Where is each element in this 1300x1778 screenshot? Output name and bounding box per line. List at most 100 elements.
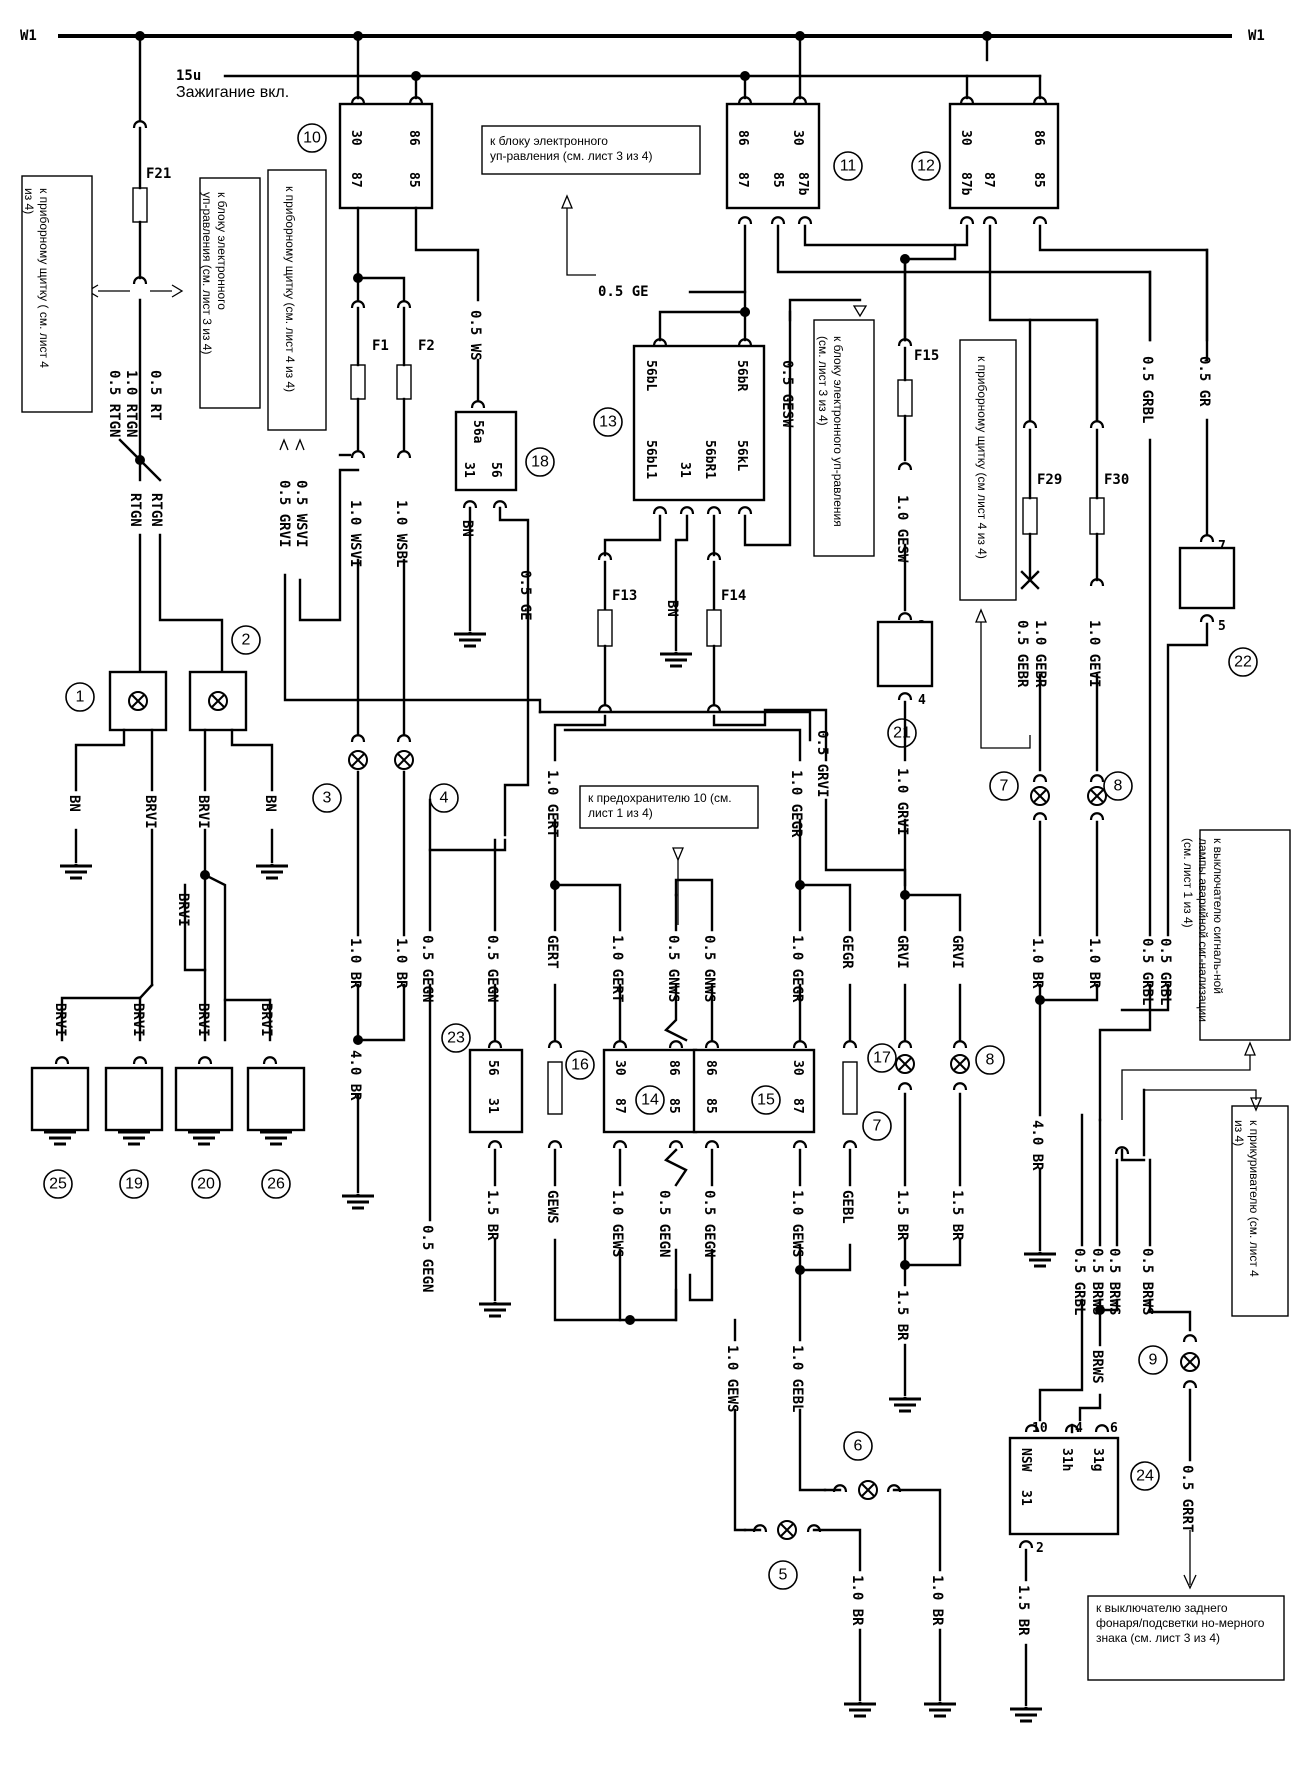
lamp-4: 4 <box>394 734 459 937</box>
w-brvi6: BRVI <box>195 1003 211 1037</box>
label-7: 7 <box>1000 778 1009 795</box>
r12-p87: 87 <box>981 172 996 188</box>
w-bn13: BN <box>664 600 680 617</box>
fuses-f29-f30: F29 F30 0.5 GEBR 1.0 GEBR 1.0 GEVI <box>1014 318 1129 772</box>
w-05grbl-b: 0.5 GRBL <box>1157 938 1173 1005</box>
fuse-f13 <box>597 609 613 647</box>
lamp-2: 2 <box>188 625 261 732</box>
w-10gebr: 1.0 GEBR <box>1032 620 1048 688</box>
relay-14: 30 86 87 85 14 1.0 GEWS 0.5 GEGN <box>602 983 698 1322</box>
bus-label-left: W1 <box>20 28 37 44</box>
unit-24: 10 4 6 NSW 31h 31g 31 24 2 1.5 BR <box>1008 1421 1160 1723</box>
brws-area: 0.5 GRBL 0.5 BRWS 0.5 BRWS 0.5 BRWS BRWS <box>1038 1088 1192 1422</box>
r11-p87b: 87b <box>795 172 810 196</box>
fuse-f30-label: F30 <box>1104 472 1129 488</box>
note-lighter-text: к прикуривателю (см. лист 4из 4) <box>1232 1120 1261 1277</box>
w-05grbl-top: 0.5 GRBL <box>1139 356 1155 423</box>
w-05wsvi: 0.5 WSVI <box>293 480 309 547</box>
u18-p31: 31 <box>461 462 476 478</box>
u24-p6: 6 <box>1110 1421 1118 1436</box>
w-05ge: 0.5 GE <box>598 284 649 300</box>
u22-p5: 5 <box>1218 619 1226 634</box>
label-18: 18 <box>531 454 549 471</box>
lamp-8-right: 8 <box>1087 771 1133 937</box>
r14-p30: 30 <box>612 1060 627 1076</box>
fuses-f13-f14: F13 F14 <box>538 552 828 762</box>
unit-25: 25 <box>30 1056 90 1199</box>
label-25: 25 <box>49 1176 67 1193</box>
fuse-f13-label: F13 <box>612 588 637 604</box>
w-15br7: 1.5 BR <box>894 1190 910 1241</box>
u18-p56: 56 <box>488 462 503 478</box>
label-13: 13 <box>599 414 617 431</box>
w-rtgn1: RTGN <box>127 493 143 527</box>
w-bn18: BN <box>459 520 475 537</box>
label-16: 16 <box>571 1057 589 1074</box>
w-10rtgn: 1.0 RTGN <box>123 370 139 437</box>
note-hazard-text: к выключателю сигналь-нойлампы аварийной… <box>1181 838 1225 1022</box>
u24-p31h: 31h <box>1059 1448 1074 1471</box>
br-join-7b-8b: 1.5 BR <box>887 1238 962 1413</box>
w-10gesw: 1.0 GESW <box>894 495 910 563</box>
unit-19: 19 <box>104 1056 164 1199</box>
lamp-7-right: 7 <box>989 771 1050 937</box>
bus-15u: 15u Зажигание вкл. <box>176 68 1042 101</box>
note-dash-left-text: к приборному щитку (см. лист 4 из 4) <box>283 186 297 392</box>
fuse-f30 <box>1089 497 1105 535</box>
w-bn1: BN <box>66 795 82 812</box>
bus-dots <box>135 31 992 81</box>
fuse-f29-label: F29 <box>1037 472 1062 488</box>
lamp-5: 5 1.0 BR <box>743 1520 878 1718</box>
label-14: 14 <box>641 1092 659 1109</box>
w-05grbl-a: 0.5 GRBL <box>1139 938 1155 1005</box>
label-7b: 7 <box>873 1118 882 1135</box>
lamp-7-mid: 7 1.5 BR <box>862 983 915 1241</box>
u23-p31: 31 <box>485 1098 500 1114</box>
r15-p86: 86 <box>703 1060 718 1076</box>
fuse-f14 <box>706 609 722 647</box>
w-05ge18: 0.5 GE <box>517 570 533 621</box>
r11-p86: 86 <box>735 130 750 146</box>
w-10gews14: 1.0 GEWS <box>609 1190 625 1257</box>
w-05gnws: 0.5 GNWS <box>665 935 681 1002</box>
w-05grrt: 0.5 GRRT <box>1179 1465 1195 1532</box>
fuse-f1-label: F1 <box>372 338 389 354</box>
u13-p56bL1: 56bL1 <box>643 440 658 479</box>
u24-p31: 31 <box>1018 1490 1033 1506</box>
label-9: 9 <box>1149 1352 1158 1369</box>
label-1: 1 <box>76 689 85 706</box>
u24-p10: 10 <box>1032 1421 1048 1436</box>
r10-p85: 85 <box>406 172 421 188</box>
u18-p56a: 56a <box>470 420 485 444</box>
unit-23: 56 31 23 1.5 BR 0.5 GEGN <box>419 983 524 1318</box>
w-10gews15: 1.0 GEWS <box>789 1190 805 1257</box>
bus-label-right: W1 <box>1248 28 1265 44</box>
w-10wsvi: 1.0 WSVI <box>347 500 363 567</box>
label-21: 21 <box>893 725 911 742</box>
mid-wire-labels: 0.5 GEGN 0.5 GEGN GERT 1.0 GERT 0.5 GNWS… <box>419 935 965 1003</box>
w-05grbl-c: 0.5 GRBL <box>1071 1248 1087 1315</box>
w-gert: GERT <box>544 935 560 969</box>
w-15br24: 1.5 BR <box>1015 1585 1031 1636</box>
w-05brws-b: 0.5 BRWS <box>1106 1248 1122 1315</box>
w-gews16: GEWS <box>544 1190 560 1224</box>
r10-p86: 86 <box>406 130 421 146</box>
u24-p31g: 31g <box>1090 1448 1105 1471</box>
relay-11: 86 30 87 85 87b 11 <box>725 34 1152 342</box>
label-8b: 8 <box>986 1052 995 1069</box>
lamp-3: 3 <box>312 734 368 937</box>
r12-p87b: 87b <box>958 172 973 196</box>
w-05gegn-e: 0.5 GEGN <box>701 1190 717 1257</box>
relay-10: 30 86 87 85 10 <box>297 34 480 302</box>
label-15: 15 <box>757 1092 775 1109</box>
note-ecu-right-text: к блоку электронного уп-равления(см. лис… <box>816 336 845 527</box>
w-brws: BRWS <box>1089 1350 1105 1384</box>
w-05grvi-mid: 0.5 GRVI <box>814 730 830 797</box>
r12-p86: 86 <box>1031 130 1046 146</box>
relay-12: 30 86 87b 87 85 12 <box>903 34 1209 422</box>
label-10: 10 <box>303 130 321 147</box>
